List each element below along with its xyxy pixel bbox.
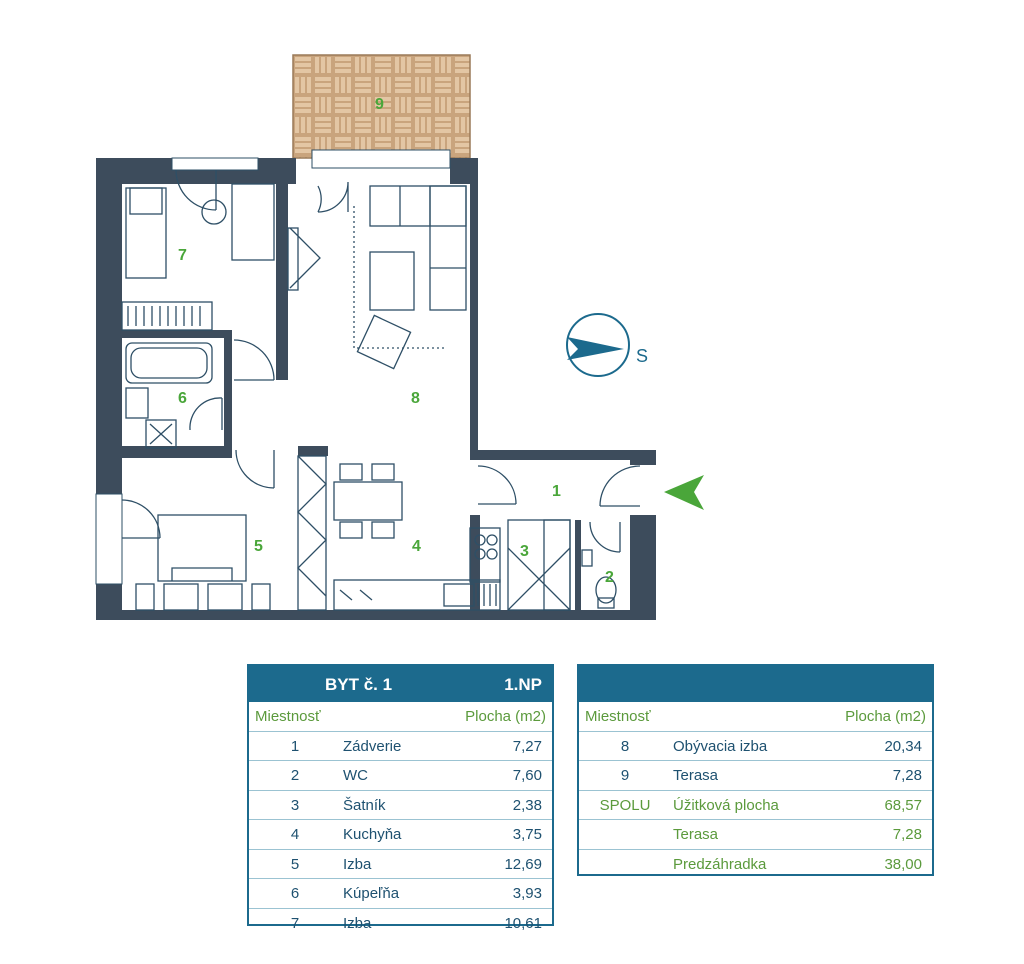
table-header: BYT č. 1 1.NP bbox=[249, 666, 552, 702]
table-row: 1 Zádverie 7,27 bbox=[249, 732, 552, 761]
room-name: Kúpeľňa bbox=[343, 885, 400, 902]
table-row: Terasa 7,28 bbox=[579, 820, 932, 850]
room-number: 3 bbox=[290, 796, 300, 814]
table-row: 8 Obývacia izba 20,34 bbox=[579, 732, 932, 761]
room-name: Zádverie bbox=[343, 737, 402, 755]
room-area: 7,60 bbox=[512, 767, 542, 784]
walls bbox=[96, 158, 656, 620]
table-row: 5 Izba 12,69 bbox=[249, 850, 552, 879]
table-row: 2 WC 7,60 bbox=[249, 761, 552, 791]
room-label-7: 7 bbox=[178, 247, 187, 264]
col-room: Miestnosť bbox=[255, 708, 321, 725]
room-number: 2 bbox=[290, 767, 300, 784]
room-area: 20,34 bbox=[884, 737, 922, 755]
terrace bbox=[292, 54, 471, 159]
entrance-arrow-icon bbox=[664, 475, 704, 510]
room-area: 7,27 bbox=[512, 737, 542, 755]
room-area: 10,61 bbox=[504, 914, 542, 932]
room-name: Obývacia izba bbox=[673, 737, 768, 755]
compass bbox=[566, 313, 630, 377]
room-area: 2,38 bbox=[512, 796, 542, 814]
room-number: 4 bbox=[290, 826, 300, 843]
compass-label: S bbox=[636, 346, 648, 366]
room-number: 6 bbox=[290, 885, 300, 902]
room-name: Predzáhradka bbox=[673, 855, 767, 873]
room-label-5: 5 bbox=[254, 538, 263, 555]
room-area: 38,00 bbox=[884, 855, 922, 873]
table-row: 9 Terasa 7,28 bbox=[579, 761, 932, 791]
room-name: Úžitková plocha bbox=[673, 796, 779, 814]
room-name: Šatník bbox=[343, 796, 386, 814]
room-label-6: 6 bbox=[178, 390, 187, 407]
table-row: Predzáhradka 38,00 bbox=[579, 850, 932, 879]
table-row: 6 Kúpeľňa 3,93 bbox=[249, 879, 552, 909]
room-name: Izba bbox=[343, 914, 372, 932]
room-number: 7 bbox=[290, 914, 300, 932]
room-number: 8 bbox=[620, 737, 630, 755]
room-number: 1 bbox=[290, 737, 300, 755]
col-area: Plocha (m2) bbox=[465, 708, 546, 725]
room-label-1: 1 bbox=[552, 483, 561, 500]
column-header-row: Miestnosť Plocha (m2) bbox=[249, 702, 552, 732]
table-row: 7 Izba 10,61 bbox=[249, 909, 552, 938]
room-name: Kuchyňa bbox=[343, 826, 402, 843]
floor-label: 1.NP bbox=[504, 675, 542, 694]
table-row: 4 Kuchyňa 3,75 bbox=[249, 820, 552, 850]
room-name: Izba bbox=[343, 855, 372, 873]
room-label-4: 4 bbox=[412, 538, 421, 555]
room-area: 7,28 bbox=[892, 826, 922, 843]
col-room: Miestnosť bbox=[585, 708, 651, 725]
room-name: Terasa bbox=[673, 826, 719, 843]
room-name: Terasa bbox=[673, 767, 719, 784]
table-header bbox=[579, 666, 932, 702]
apartment-title: BYT č. 1 bbox=[325, 675, 393, 694]
room-name: WC bbox=[343, 767, 368, 784]
room-label-9: 9 bbox=[375, 96, 384, 113]
room-label-8: 8 bbox=[411, 390, 420, 407]
room-number: 9 bbox=[620, 767, 630, 784]
table-row: 3 Šatník 2,38 bbox=[249, 791, 552, 820]
table-row: SPOLU Úžitková plocha 68,57 bbox=[579, 791, 932, 820]
room-area: 3,75 bbox=[512, 826, 542, 843]
room-area: 68,57 bbox=[884, 796, 922, 814]
area-table-left: BYT č. 1 1.NP Miestnosť Plocha (m2) 1 Zád… bbox=[247, 664, 554, 932]
area-table-right: Miestnosť Plocha (m2) 8 Obývacia izba 20,3… bbox=[577, 664, 934, 876]
column-header-row: Miestnosť Plocha (m2) bbox=[579, 702, 932, 732]
room-label-3: 3 bbox=[520, 543, 529, 560]
room-area: 3,93 bbox=[512, 885, 542, 902]
room-area: 12,69 bbox=[504, 855, 542, 873]
col-area: Plocha (m2) bbox=[845, 708, 926, 725]
room-number: 5 bbox=[290, 855, 300, 873]
room-number: SPOLU bbox=[599, 796, 651, 814]
room-label-2: 2 bbox=[605, 569, 614, 586]
room-area: 7,28 bbox=[892, 767, 922, 784]
floor-plan: S 1 2 3 4 5 6 7 8 9 bbox=[95, 54, 704, 620]
furniture bbox=[121, 169, 641, 611]
